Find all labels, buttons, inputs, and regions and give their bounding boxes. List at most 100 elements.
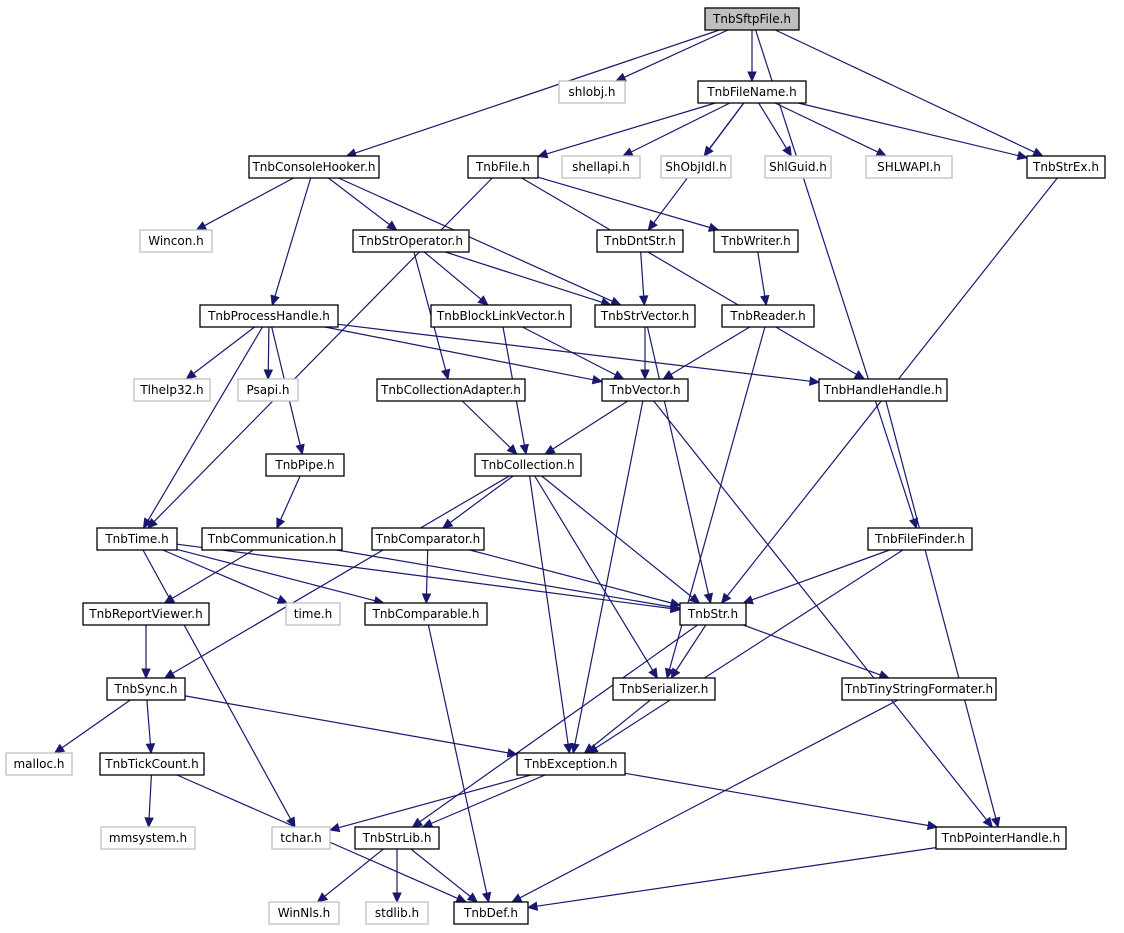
- node-box: [713, 229, 799, 253]
- edge-TnbCollectionAdapter-to-TnbCollection: [461, 400, 518, 455]
- node-TnbComparator[interactable]: TnbComparator.h: [371, 527, 485, 551]
- node-TnbConsoleHooker[interactable]: TnbConsoleHooker.h: [248, 155, 380, 179]
- node-label: TnbCommunication.h: [207, 532, 337, 546]
- node-box: [268, 901, 340, 925]
- edge-TnbSerializer-to-TnbException: [583, 699, 651, 754]
- node-TnbVector[interactable]: TnbVector.h: [601, 378, 689, 402]
- node-malloc: malloc.h: [5, 752, 73, 776]
- arrowhead: [591, 375, 604, 385]
- edge-TnbSync-to-malloc: [53, 699, 131, 754]
- edge-TnbPointerHandle-to-TnbDef: [526, 847, 937, 911]
- node-TnbFileFinder[interactable]: TnbFileFinder.h: [867, 527, 973, 551]
- node-label: TnbStrVector.h: [600, 309, 689, 323]
- arrowhead: [421, 818, 434, 828]
- node-TnbStrOperator[interactable]: TnbStrOperator.h: [352, 229, 470, 253]
- node-TnbWriter[interactable]: TnbWriter.h: [713, 229, 799, 253]
- node-label: ShlGuid.h: [769, 160, 827, 174]
- node-box: [764, 155, 832, 179]
- node-TnbHandleHandle[interactable]: TnbHandleHandle.h: [818, 378, 948, 402]
- arrowhead: [926, 820, 939, 831]
- arrowhead: [664, 667, 675, 680]
- node-TnbSerializer[interactable]: TnbSerializer.h: [612, 677, 716, 701]
- node-label: tchar.h: [280, 831, 322, 845]
- node-TnbReportViewer[interactable]: TnbReportViewer.h: [82, 602, 210, 626]
- node-TnbProcessHandle[interactable]: TnbProcessHandle.h: [199, 304, 339, 328]
- arrowhead: [991, 816, 1001, 829]
- node-label: TnbPointerHandle.h: [941, 831, 1060, 845]
- node-TnbPointerHandle[interactable]: TnbPointerHandle.h: [935, 826, 1067, 850]
- arrowhead: [441, 518, 454, 529]
- arrowhead: [614, 72, 627, 82]
- node-TnbReader[interactable]: TnbReader.h: [721, 304, 815, 328]
- arrowhead: [688, 593, 701, 604]
- arrowhead: [506, 748, 519, 758]
- edge-TnbFileName-to-shellapi: [621, 102, 731, 157]
- arrowhead: [510, 893, 523, 903]
- node-box: [558, 80, 626, 104]
- node-TnbFileName[interactable]: TnbFileName.h: [697, 80, 807, 104]
- node-label: TnbFileFinder.h: [874, 532, 965, 546]
- edge-TnbTime-to-tchar: [142, 549, 296, 829]
- node-label: ShObjIdl.h: [665, 160, 727, 174]
- node-TnbTinyStringFormater[interactable]: TnbTinyStringFormater.h: [841, 677, 997, 701]
- node-label: TnbFileName.h: [706, 85, 796, 99]
- node-label: TnbException.h: [523, 757, 617, 771]
- arrowhead: [536, 149, 549, 159]
- node-box: [594, 304, 696, 328]
- node-box: [248, 155, 380, 179]
- node-box: [376, 378, 526, 402]
- edge-TnbHandleHandle-to-TnbPointerHandle: [885, 400, 1001, 829]
- node-TnbSync[interactable]: TnbSync.h: [106, 677, 186, 701]
- node-TnbStr[interactable]: TnbStr.h: [679, 602, 747, 626]
- edge-TnbStrVector-to-TnbStr: [646, 326, 714, 605]
- node-TnbSftpFile[interactable]: TnbSftpFile.h: [704, 7, 800, 31]
- arrowhead: [455, 893, 468, 903]
- node-label: TnbReportViewer.h: [88, 607, 202, 621]
- edge-TnbStr-to-TnbStrLib: [411, 624, 698, 828]
- node-TnbComparable[interactable]: TnbComparable.h: [364, 602, 488, 626]
- node-TnbTime[interactable]: TnbTime.h: [96, 527, 178, 551]
- edge-TnbSftpFile-to-TnbFileName: [747, 30, 757, 83]
- node-TnbDntStr[interactable]: TnbDntStr.h: [596, 229, 684, 253]
- arrowhead: [662, 369, 674, 380]
- node-TnbBlockLinkVector[interactable]: TnbBlockLinkVector.h: [430, 304, 572, 328]
- node-TnbCollectionAdapter[interactable]: TnbCollectionAdapter.h: [376, 378, 526, 402]
- arrowhead: [441, 368, 451, 381]
- node-label: TnbTickCount.h: [104, 757, 198, 771]
- node-label: Wincon.h: [148, 234, 204, 248]
- node-label: stdlib.h: [375, 906, 419, 920]
- arrowhead: [703, 592, 714, 605]
- edge-TnbProcessHandle-to-TnbTime: [142, 326, 264, 530]
- arrowhead: [647, 219, 658, 231]
- node-SHLWAPI: SHLWAPI.h: [865, 155, 953, 179]
- node-TnbStrVector[interactable]: TnbStrVector.h: [594, 304, 696, 328]
- node-box: [271, 826, 331, 850]
- edge-TnbCollection-to-TnbComparator: [441, 475, 514, 529]
- node-TnbFile[interactable]: TnbFile.h: [467, 155, 539, 179]
- edge-TnbCollection-to-TnbStr: [541, 475, 701, 604]
- node-TnbCommunication[interactable]: TnbCommunication.h: [201, 527, 343, 551]
- arrowhead: [195, 221, 208, 231]
- node-TnbException[interactable]: TnbException.h: [516, 752, 626, 776]
- edge-TnbProcessHandle-to-TnbHandleHandle: [337, 323, 821, 386]
- node-TnbPipe[interactable]: TnbPipe.h: [265, 453, 345, 477]
- node-TnbStrEx[interactable]: TnbStrEx.h: [1026, 155, 1106, 179]
- node-TnbDef[interactable]: TnbDef.h: [453, 901, 529, 925]
- arrowhead: [747, 71, 757, 83]
- node-box: [935, 826, 1067, 850]
- node-box: [106, 677, 186, 701]
- arrowhead: [782, 145, 792, 158]
- node-TnbTickCount[interactable]: TnbTickCount.h: [99, 752, 205, 776]
- edge-TnbException-to-tchar: [328, 774, 532, 833]
- node-TnbCollection[interactable]: TnbCollection.h: [474, 453, 582, 477]
- node-label: TnbCollection.h: [480, 458, 574, 472]
- node-TnbStrLib[interactable]: TnbStrLib.h: [354, 826, 440, 850]
- node-box: [660, 155, 732, 179]
- arrowhead: [386, 220, 398, 231]
- arrowhead: [263, 369, 274, 381]
- node-box: [237, 378, 299, 402]
- edge-TnbComparator-to-TnbStr: [469, 549, 682, 608]
- node-box: [5, 752, 73, 776]
- node-box: [721, 304, 815, 328]
